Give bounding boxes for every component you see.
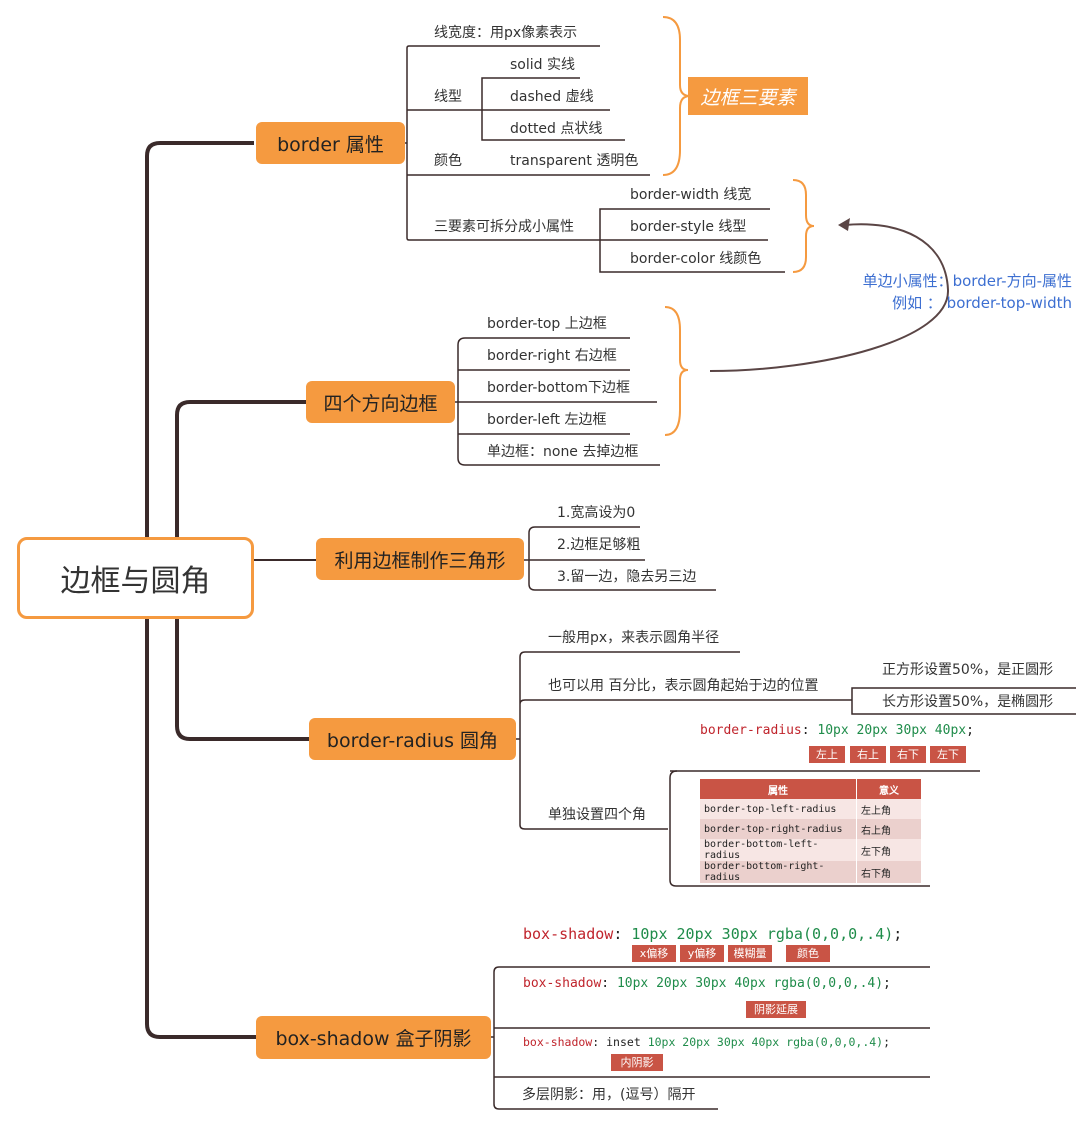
shadow-code1-colon: : — [613, 925, 623, 943]
color-transparent: transparent 透明色 — [510, 153, 639, 169]
split-style: border-style 线型 — [630, 219, 747, 235]
table-cell-prop: border-bottom-left-radius — [699, 839, 857, 861]
note-line2: 例如 ： border-top-width — [892, 294, 1072, 312]
shadow-code-1: box-shadow: 10px 20px 30px rgba(0,0,0,.4… — [523, 925, 902, 943]
shadow-tag-x: x偏移 — [632, 945, 676, 962]
callout-three-elements[interactable]: 边框三要素 — [688, 77, 808, 115]
side-none: 单边框：none 去掉边框 — [487, 444, 639, 460]
side-right: border-right 右边框 — [487, 348, 617, 364]
root-node[interactable]: 边框与圆角 — [17, 537, 254, 619]
shadow-code3-semi: ; — [883, 1035, 891, 1049]
note-line1: 单边小属性：border-方向-属性 — [862, 272, 1072, 290]
triangle-step2: 2.边框足够粗 — [557, 537, 641, 553]
split-color: border-color 线颜色 — [630, 251, 762, 267]
radius-percent-item: 也可以用 百分比，表示圆角起始于边的位置 — [548, 678, 819, 694]
radius-code-values: 10px 20px 30px 40px — [817, 723, 967, 738]
table-cell-meaning: 左上角 — [856, 799, 921, 819]
table-cell-prop: border-top-right-radius — [699, 819, 857, 839]
table-row: border-top-right-radius 右上角 — [699, 819, 921, 839]
table-cell-meaning: 左下角 — [856, 839, 921, 861]
shadow-code3-prop: box-shadow — [523, 1035, 593, 1049]
radius-code-prop: border-radius — [700, 723, 802, 738]
table-cell-meaning: 右下角 — [856, 861, 921, 883]
shadow-code2-colon: : — [601, 976, 610, 991]
shadow-code2-values: 10px 20px 30px 40px rgba(0,0,0,.4) — [616, 976, 884, 991]
radius-tag-bottom-left: 左下 — [930, 746, 966, 763]
shadow-code3-inset: inset — [606, 1035, 641, 1049]
radius-table-col-meaning: 意义 — [856, 779, 921, 799]
shadow-code3-colon: : — [592, 1035, 600, 1049]
node-radius-label: border-radius 圆角 — [326, 729, 499, 752]
radius-px-item: 一般用px，来表示圆角半径 — [548, 630, 720, 646]
shadow-code1-values: 10px 20px 30px rgba(0,0,0,.4) — [631, 925, 894, 943]
radius-four-corners: 单独设置四个角 — [548, 807, 646, 823]
shadow-code-2: box-shadow: 10px 20px 30px 40px rgba(0,0… — [523, 976, 891, 991]
style-dashed: dashed 虚线 — [510, 89, 594, 105]
shadow-tag-y: y偏移 — [680, 945, 724, 962]
node-border-label: border 属性 — [277, 133, 384, 156]
radius-table-col-prop: 属性 — [699, 779, 857, 799]
shadow-tag-spread: 阴影延展 — [746, 1001, 806, 1018]
node-border[interactable]: border 属性 — [256, 122, 405, 164]
table-row: border-top-left-radius 左上角 — [699, 799, 921, 819]
border-color-label: 颜色 — [434, 153, 462, 169]
radius-rect: 长方形设置50%，是椭圆形 — [882, 694, 1054, 710]
style-dotted: dotted 点状线 — [510, 121, 603, 137]
shadow-code2-prop: box-shadow — [523, 976, 602, 991]
shadow-tag-color: 颜色 — [786, 945, 830, 962]
shadow-code1-semi: ; — [893, 925, 903, 943]
shadow-tag-blur: 模糊量 — [728, 945, 772, 962]
radius-code-semi: ; — [966, 723, 974, 738]
side-bottom: border-bottom下边框 — [487, 380, 631, 396]
radius-square: 正方形设置50%，是正圆形 — [882, 662, 1054, 678]
border-style-label: 线型 — [434, 89, 462, 105]
radius-tag-top-left: 左上 — [809, 746, 845, 763]
border-width-item: 线宽度：用px像素表示 — [434, 25, 578, 41]
side-left: border-left 左边框 — [487, 412, 607, 428]
node-radius[interactable]: border-radius 圆角 — [309, 718, 516, 760]
radius-code-colon: : — [801, 723, 810, 738]
side-property-note: 单边小属性：border-方向-属性 例如 ： border-top-width — [863, 270, 1072, 314]
node-triangle[interactable]: 利用边框制作三角形 — [316, 538, 524, 580]
shadow-code-3: box-shadow: inset 10px 20px 30px 40px rg… — [523, 1035, 890, 1049]
radius-table-header: 属性 意义 — [699, 779, 921, 799]
triangle-step3: 3.留一边，隐去另三边 — [557, 569, 697, 585]
table-cell-meaning: 右上角 — [856, 819, 921, 839]
style-solid: solid 实线 — [510, 57, 575, 73]
radius-table: 属性 意义 border-top-left-radius 左上角 border-… — [699, 779, 921, 883]
radius-tag-bottom-right: 右下 — [890, 746, 926, 763]
radius-code: border-radius: 10px 20px 30px 40px; — [700, 723, 974, 738]
shadow-code1-prop: box-shadow — [523, 925, 614, 943]
shadow-multi-layer: 多层阴影：用，(逗号）隔开 — [522, 1087, 696, 1103]
table-cell-prop: border-bottom-right-radius — [699, 861, 857, 883]
radius-tag-top-right: 右上 — [850, 746, 886, 763]
callout-label: 边框三要素 — [700, 86, 796, 109]
shadow-tag-inset: 内阴影 — [611, 1054, 663, 1071]
side-top: border-top 上边框 — [487, 316, 607, 332]
shadow-code3-values: 10px 20px 30px 40px rgba(0,0,0,.4) — [647, 1035, 884, 1049]
table-row: border-bottom-left-radius 左下角 — [699, 839, 921, 861]
node-sides[interactable]: 四个方向边框 — [306, 381, 455, 423]
node-triangle-label: 利用边框制作三角形 — [334, 549, 506, 572]
table-cell-prop: border-top-left-radius — [699, 799, 857, 819]
node-sides-label: 四个方向边框 — [323, 392, 438, 415]
table-row: border-bottom-right-radius 右下角 — [699, 861, 921, 883]
root-label: 边框与圆角 — [60, 564, 211, 599]
node-shadow-label: box-shadow 盒子阴影 — [275, 1028, 472, 1050]
split-label: 三要素可拆分成小属性 — [434, 219, 574, 235]
node-shadow[interactable]: box-shadow 盒子阴影 — [256, 1016, 491, 1059]
shadow-code2-semi: ; — [883, 976, 891, 991]
split-width: border-width 线宽 — [630, 187, 752, 203]
triangle-step1: 1.宽高设为0 — [557, 505, 636, 521]
